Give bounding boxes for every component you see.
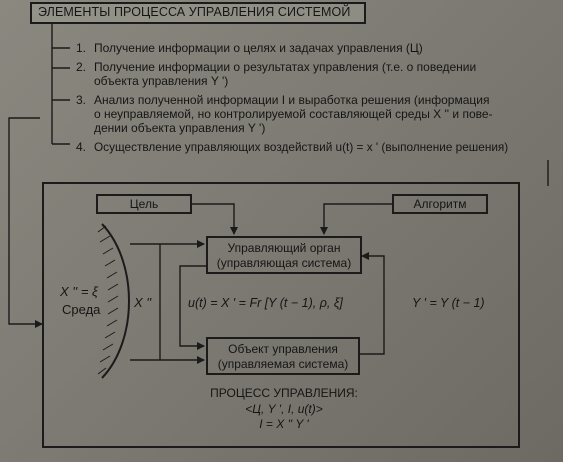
page-title: ЭЛЕМЕНТЫ ПРОЦЕССА УПРАВЛЕНИЯ СИСТЕМОЙ bbox=[38, 5, 351, 19]
process-title: ПРОЦЕСС УПРАВЛЕНИЯ: bbox=[210, 386, 358, 400]
goal-label: Цель bbox=[129, 197, 159, 211]
feedback-equation: Y ' = Y (t − 1) bbox=[412, 296, 485, 310]
controller-to-object-arrow bbox=[179, 265, 206, 350]
object-label-2: (управляемая система) bbox=[217, 357, 349, 371]
process-information: I = X '' Y ' bbox=[259, 417, 309, 431]
controller-label-2: (управляющая система) bbox=[216, 256, 352, 270]
algorithm-to-controller-arrow bbox=[320, 203, 392, 235]
item-3-number: 3. bbox=[76, 93, 87, 107]
goal-box bbox=[96, 194, 192, 214]
process-tuple: <Ц, Y ', I, u(t)> bbox=[245, 402, 323, 416]
environment-output-label: X '' bbox=[134, 295, 152, 310]
object-box bbox=[206, 337, 360, 375]
item-1-number: 1. bbox=[76, 41, 87, 55]
environment-hatching bbox=[97, 225, 119, 375]
algorithm-box bbox=[392, 194, 488, 214]
feedback-arrow bbox=[360, 252, 385, 355]
diagram-frame bbox=[42, 182, 520, 448]
controller-box bbox=[206, 236, 362, 274]
item-2-line-2: объекта управления Y ') bbox=[94, 74, 229, 88]
item-1-line-1: Получение информации о целях и задачах у… bbox=[94, 41, 423, 55]
item-3-line-3: дении объекта управления Y ') bbox=[94, 121, 266, 135]
object-label-1: Объект управления bbox=[228, 342, 338, 356]
environment-equation: X '' = ξ bbox=[60, 284, 98, 299]
item-4-number: 4. bbox=[76, 140, 87, 154]
environment-curve bbox=[101, 223, 130, 379]
item-2-line-1: Получение информации о результатах управ… bbox=[94, 60, 477, 74]
item-3-line-2: о неуправляемой, но контролируемой соста… bbox=[94, 107, 493, 121]
info-to-environment-arrow bbox=[8, 117, 43, 328]
item-4-line-1: Осуществление управляющих воздействий u(… bbox=[94, 140, 509, 154]
algorithm-label: Алгоритм bbox=[413, 197, 467, 211]
environment-label: Среда bbox=[62, 302, 101, 317]
item-2-number: 2. bbox=[76, 60, 87, 74]
goal-to-controller-arrow bbox=[192, 203, 238, 235]
control-formula: u(t) = X ' = Fr [Y (t − 1), ρ, ξ] bbox=[188, 296, 343, 310]
item-3-line-1: Анализ полученной информации I и выработ… bbox=[94, 93, 490, 107]
controller-label-1: Управляющий орган bbox=[227, 241, 341, 255]
title-box bbox=[30, 2, 366, 24]
